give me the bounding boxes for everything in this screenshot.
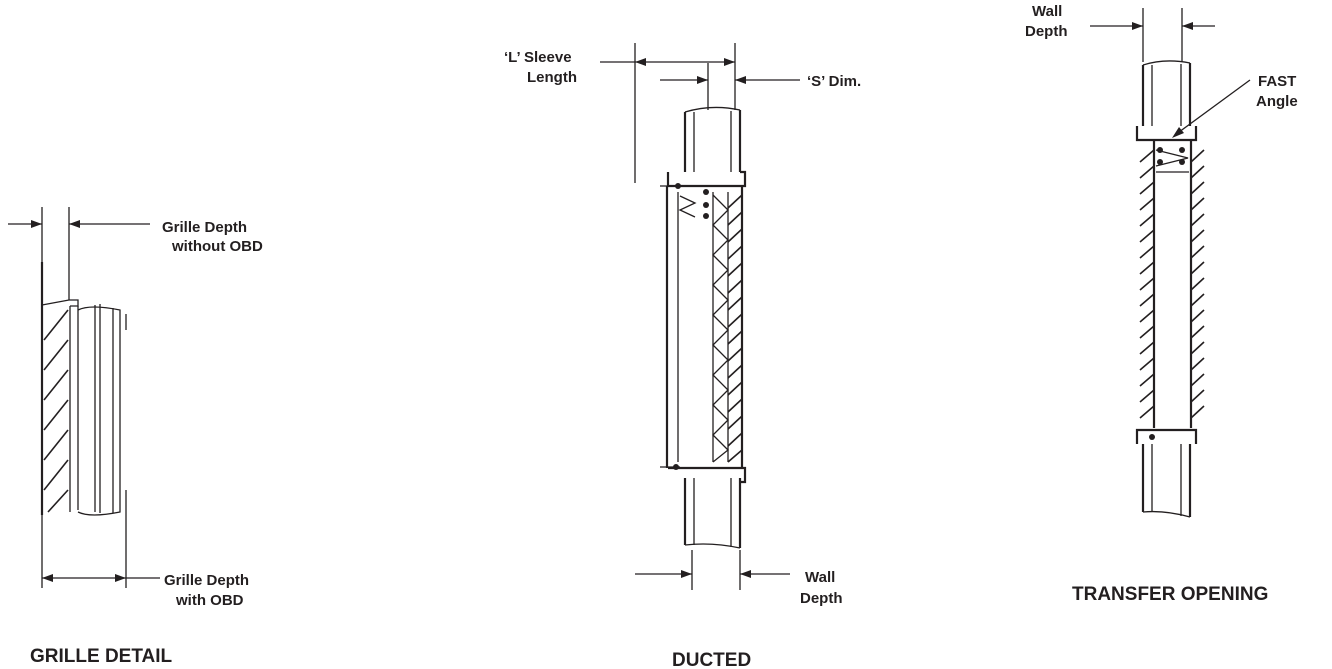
label-grille-depth-with-obd-line1: Grille Depth bbox=[164, 572, 249, 589]
title-transfer-opening: TRANSFER OPENING bbox=[1072, 584, 1268, 605]
transfer-fast-angle-bottom bbox=[1135, 428, 1198, 444]
ducted-s-arrowhead-right bbox=[735, 76, 746, 84]
transfer-fastener-1 bbox=[1157, 147, 1163, 153]
label-ducted-wall-line2: Depth bbox=[800, 590, 843, 607]
label-transfer-wall-line1: Wall bbox=[1032, 3, 1062, 20]
grille-detail-drawing bbox=[8, 207, 160, 588]
grille-blades bbox=[43, 309, 69, 513]
grille-dim-arrowhead-left bbox=[31, 220, 42, 228]
ducted-spring-top bbox=[678, 195, 697, 218]
label-s-dim: ‘S’ Dim. bbox=[807, 73, 861, 90]
transfer-hatch-left bbox=[1139, 149, 1155, 419]
ducted-insulation-zigzag bbox=[712, 194, 729, 463]
label-grille-depth-with-obd-line2: with OBD bbox=[175, 592, 244, 609]
grille-obd-damper bbox=[77, 306, 121, 516]
transfer-opening-drawing bbox=[1090, 8, 1251, 518]
ducted-upper-wall-break bbox=[684, 106, 741, 113]
ducted-wall-hatch bbox=[727, 194, 743, 463]
ducted-wall-arrowhead-right bbox=[740, 570, 751, 578]
transfer-upper-wall-break bbox=[1142, 60, 1191, 66]
label-ducted-wall-line1: Wall bbox=[805, 569, 835, 586]
ducted-bottom-angle bbox=[668, 466, 747, 484]
ducted-top-angle bbox=[668, 170, 747, 188]
transfer-lower-wall-break bbox=[1142, 510, 1191, 518]
title-grille-detail: GRILLE DETAIL bbox=[30, 646, 173, 667]
transfer-fastener-4 bbox=[1179, 159, 1185, 165]
transfer-spring-top bbox=[1155, 149, 1189, 167]
label-fast-line2: Angle bbox=[1256, 93, 1298, 110]
grille-flange bbox=[41, 299, 79, 307]
grille-obd-arrowhead-right bbox=[115, 574, 126, 582]
ducted-wall-arrowhead-left bbox=[681, 570, 692, 578]
label-grille-depth-without-obd-line2: without OBD bbox=[171, 238, 263, 255]
ducted-fastener-2 bbox=[703, 202, 709, 208]
ducted-drawing bbox=[600, 43, 800, 590]
label-grille-depth-without-obd-line1: Grille Depth bbox=[162, 219, 247, 236]
grille-dim-arrowhead-right bbox=[69, 220, 80, 228]
title-ducted: DUCTED bbox=[672, 650, 751, 669]
transfer-fastener-3 bbox=[1157, 159, 1163, 165]
transfer-wall-arrowhead-left bbox=[1132, 22, 1143, 30]
ducted-l-arrowhead-right bbox=[724, 58, 735, 66]
ducted-lower-wall-break bbox=[684, 543, 741, 549]
transfer-hatch-right bbox=[1190, 149, 1205, 419]
label-l-sleeve-line2: Length bbox=[527, 69, 577, 86]
transfer-fast-leader bbox=[1174, 79, 1251, 136]
transfer-wall-arrowhead-right bbox=[1182, 22, 1193, 30]
grille-obd-arrowhead-left bbox=[42, 574, 53, 582]
transfer-fast-arrowhead bbox=[1172, 127, 1184, 138]
label-l-sleeve-line1: ‘L’ Sleeve bbox=[504, 49, 572, 66]
transfer-fastener-5 bbox=[1149, 434, 1155, 440]
transfer-fast-angle-top bbox=[1135, 126, 1198, 142]
transfer-fastener-2 bbox=[1179, 147, 1185, 153]
label-transfer-wall-line2: Depth bbox=[1025, 23, 1068, 40]
ducted-s-arrowhead-left bbox=[697, 76, 708, 84]
ducted-l-arrowhead-left bbox=[635, 58, 646, 66]
ducted-fastener-1 bbox=[703, 189, 709, 195]
label-fast-line1: FAST bbox=[1258, 73, 1296, 90]
ducted-fastener-3 bbox=[703, 213, 709, 219]
